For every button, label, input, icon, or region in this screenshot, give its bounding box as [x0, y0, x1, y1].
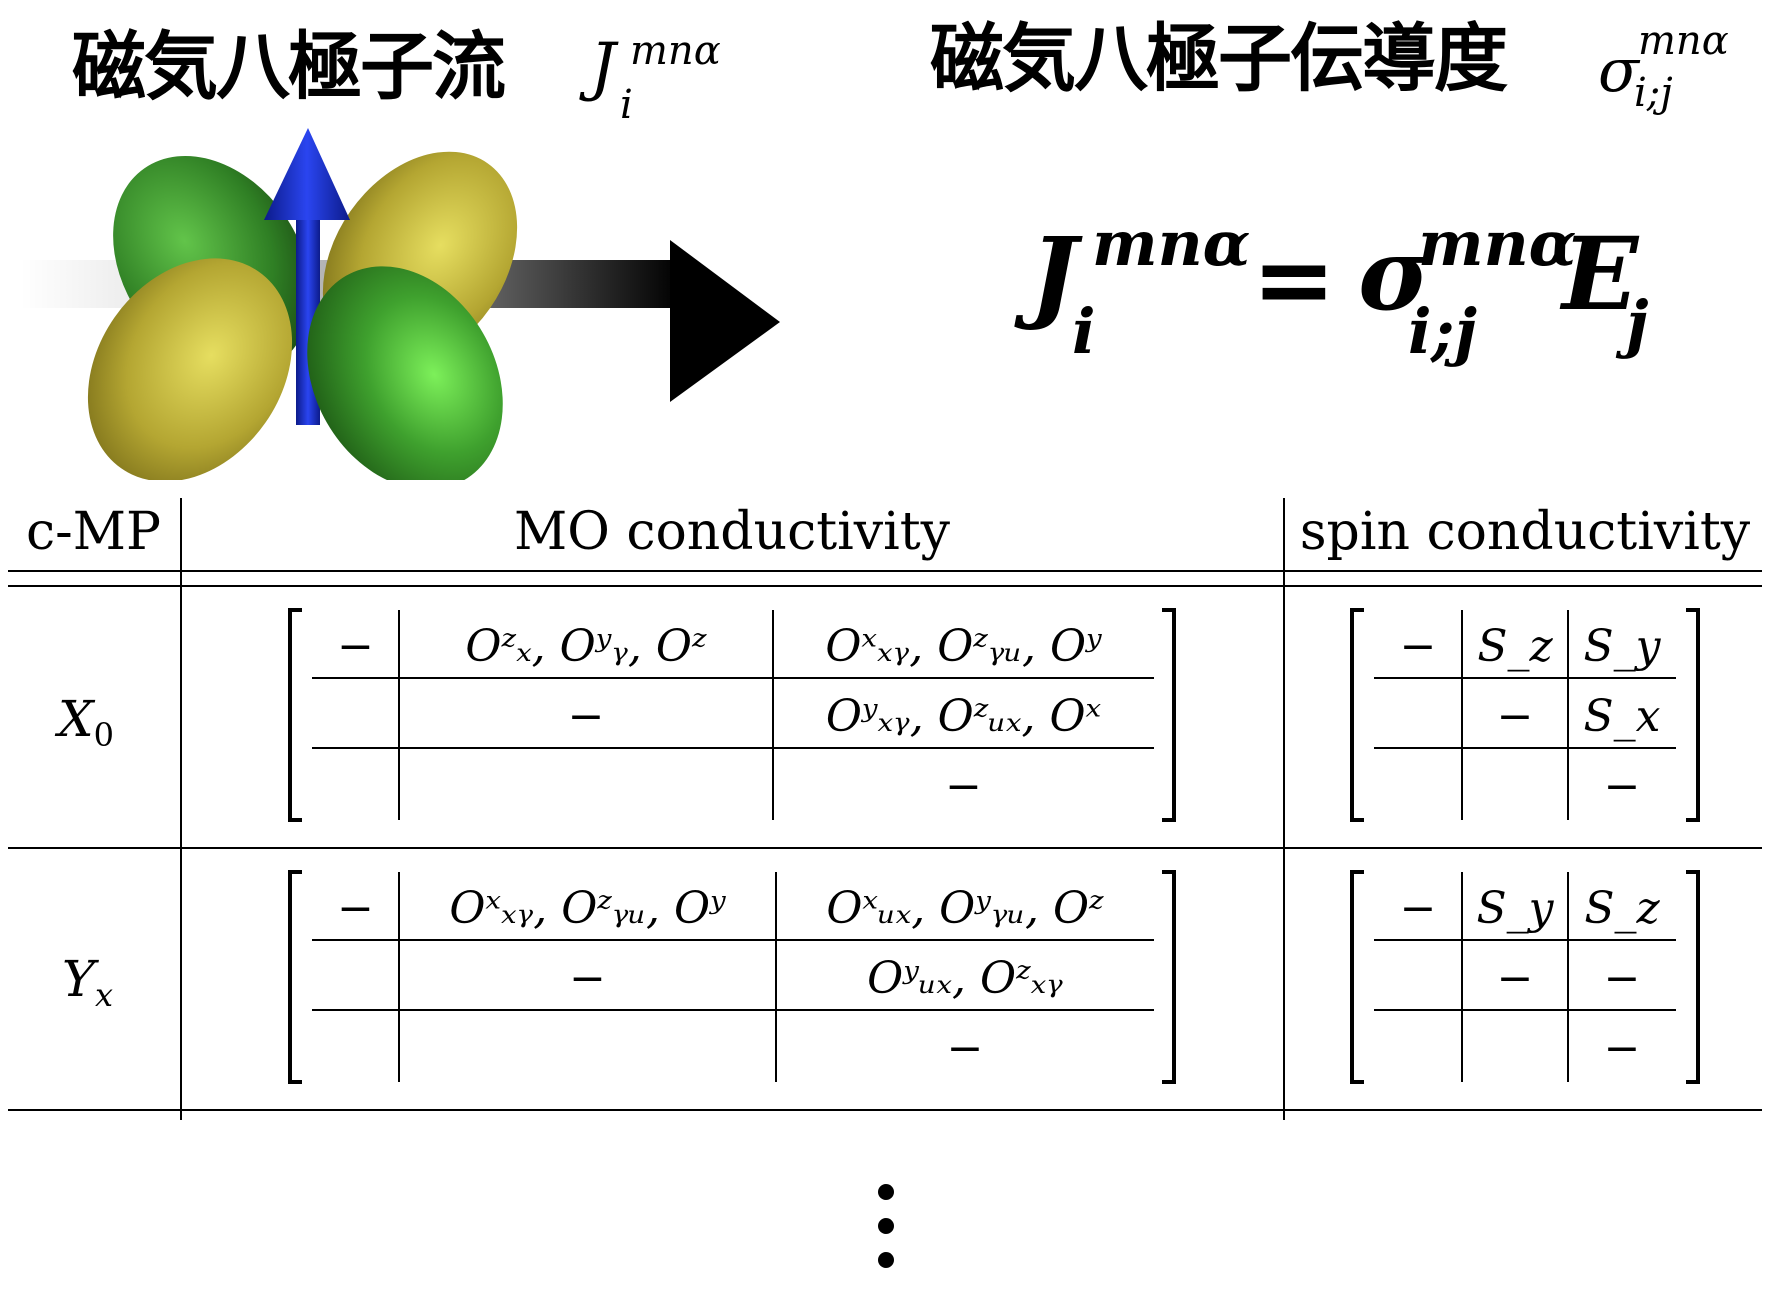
equation-lhs-sub: i — [1072, 295, 1096, 368]
current-arrow-head — [670, 240, 780, 402]
vertical-ellipsis — [860, 1180, 910, 1280]
mo-yx-cell-11: − — [337, 883, 374, 934]
title-left-symbol: J mnα i — [590, 28, 750, 130]
spin-yx-cell-33: − — [1603, 1023, 1641, 1074]
equation-field-sub: j — [1626, 287, 1649, 360]
spin-x0-cell-22: − — [1496, 691, 1534, 742]
title-left: 磁気八極子流 — [72, 30, 506, 104]
mo-matrix-x0-grid — [288, 608, 1176, 822]
spin-yx-cell-11: − — [1399, 883, 1437, 934]
header-rule-bottom — [8, 585, 1762, 587]
header-cmp: c-MP — [26, 506, 161, 558]
header-spin: spin conductivity — [1290, 506, 1760, 558]
spin-x0-cell-13: S_y — [1583, 621, 1661, 672]
title-left-sup: mnα — [630, 28, 721, 74]
equation-rhs-sigma: σ — [1358, 215, 1432, 333]
spin-x0-cell-11: − — [1399, 621, 1437, 672]
spin-yx-cell-23: − — [1603, 953, 1641, 1004]
mo-yx-cell-22: − — [569, 953, 606, 1004]
title-right-sigma: σ — [1598, 36, 1639, 106]
spin-matrix-yx-grid — [1350, 870, 1700, 1084]
mo-yx-cell-23: Oʸᵤₓ, Oᶻₓᵧ — [867, 953, 1063, 1004]
title-left-sub: i — [620, 82, 633, 128]
equation-rhs-sub: i;j — [1408, 295, 1477, 368]
title-right-symbol: σ mnα i;j — [1598, 18, 1758, 122]
equation-field-E: E — [1562, 215, 1639, 333]
title-right-sup: mnα — [1638, 18, 1729, 64]
mo-x0-cell-33: − — [945, 761, 982, 812]
main-equation: J mnα i = σ mnα i;j E j — [1030, 207, 1750, 368]
equation-equals: = — [1252, 221, 1336, 338]
column-divider-2 — [1283, 498, 1285, 1120]
equation-lhs-sup: mnα — [1092, 207, 1251, 280]
equation-lhs-J: J — [1030, 215, 1078, 333]
mo-matrix-yx-grid — [288, 870, 1176, 1084]
mo-yx-cell-13: Oˣᵤₓ, Oʸᵧᵤ, Oᶻ — [826, 883, 1104, 934]
equation-rhs-sup: mnα — [1418, 207, 1577, 280]
spin-x0-cell-33: − — [1603, 761, 1641, 812]
title-right-sub: i;j — [1634, 70, 1673, 116]
title-right-text: 磁気八極子伝導度 — [930, 16, 1508, 102]
title-left-J: J — [590, 30, 616, 104]
mo-yx-cell-33: − — [946, 1023, 984, 1074]
mo-x0-cell-23: Oʸₓᵧ, Oᶻᵤₓ, Oˣ — [825, 691, 1102, 742]
spin-matrix-x0-grid — [1350, 608, 1700, 822]
header-rule-top — [8, 570, 1762, 572]
row-label-yx: Yx — [62, 950, 114, 1014]
spin-x0-cell-23: S_x — [1583, 691, 1661, 742]
spin-x0-cell-12: S_z — [1477, 621, 1553, 672]
mo-yx-cell-12: Oˣₓᵧ, Oᶻᵧᵤ, Oʸ — [449, 883, 726, 934]
spin-yx-cell-13: S_z — [1584, 883, 1660, 934]
mo-x0-cell-11: − — [337, 621, 374, 672]
title-left-text: 磁気八極子流 — [72, 24, 506, 110]
mo-x0-cell-12: Oᶻₓ, Oʸᵧ, Oᶻ — [465, 621, 707, 672]
title-right: 磁気八極子伝導度 — [930, 22, 1508, 96]
header-mo: MO conductivity — [182, 506, 1282, 558]
spin-arrow-head — [264, 128, 350, 220]
column-divider-1 — [180, 498, 182, 1120]
mo-x0-cell-13: Oˣₓᵧ, Oᶻᵧᵤ, Oʸ — [825, 621, 1102, 672]
header-spin-label: spin conductivity — [1299, 502, 1751, 562]
mo-x0-cell-22: − — [567, 691, 605, 742]
row-label-x0: X0 — [58, 690, 114, 754]
spin-yx-cell-22: − — [1496, 953, 1534, 1004]
spin-yx-cell-12: S_y — [1476, 883, 1554, 934]
octupole-orbital-illustration — [20, 128, 780, 480]
table-bottom-rule — [8, 1109, 1762, 1111]
header-cmp-label: c-MP — [26, 502, 161, 562]
row-separator — [8, 847, 1762, 849]
header-mo-label: MO conductivity — [513, 502, 951, 562]
